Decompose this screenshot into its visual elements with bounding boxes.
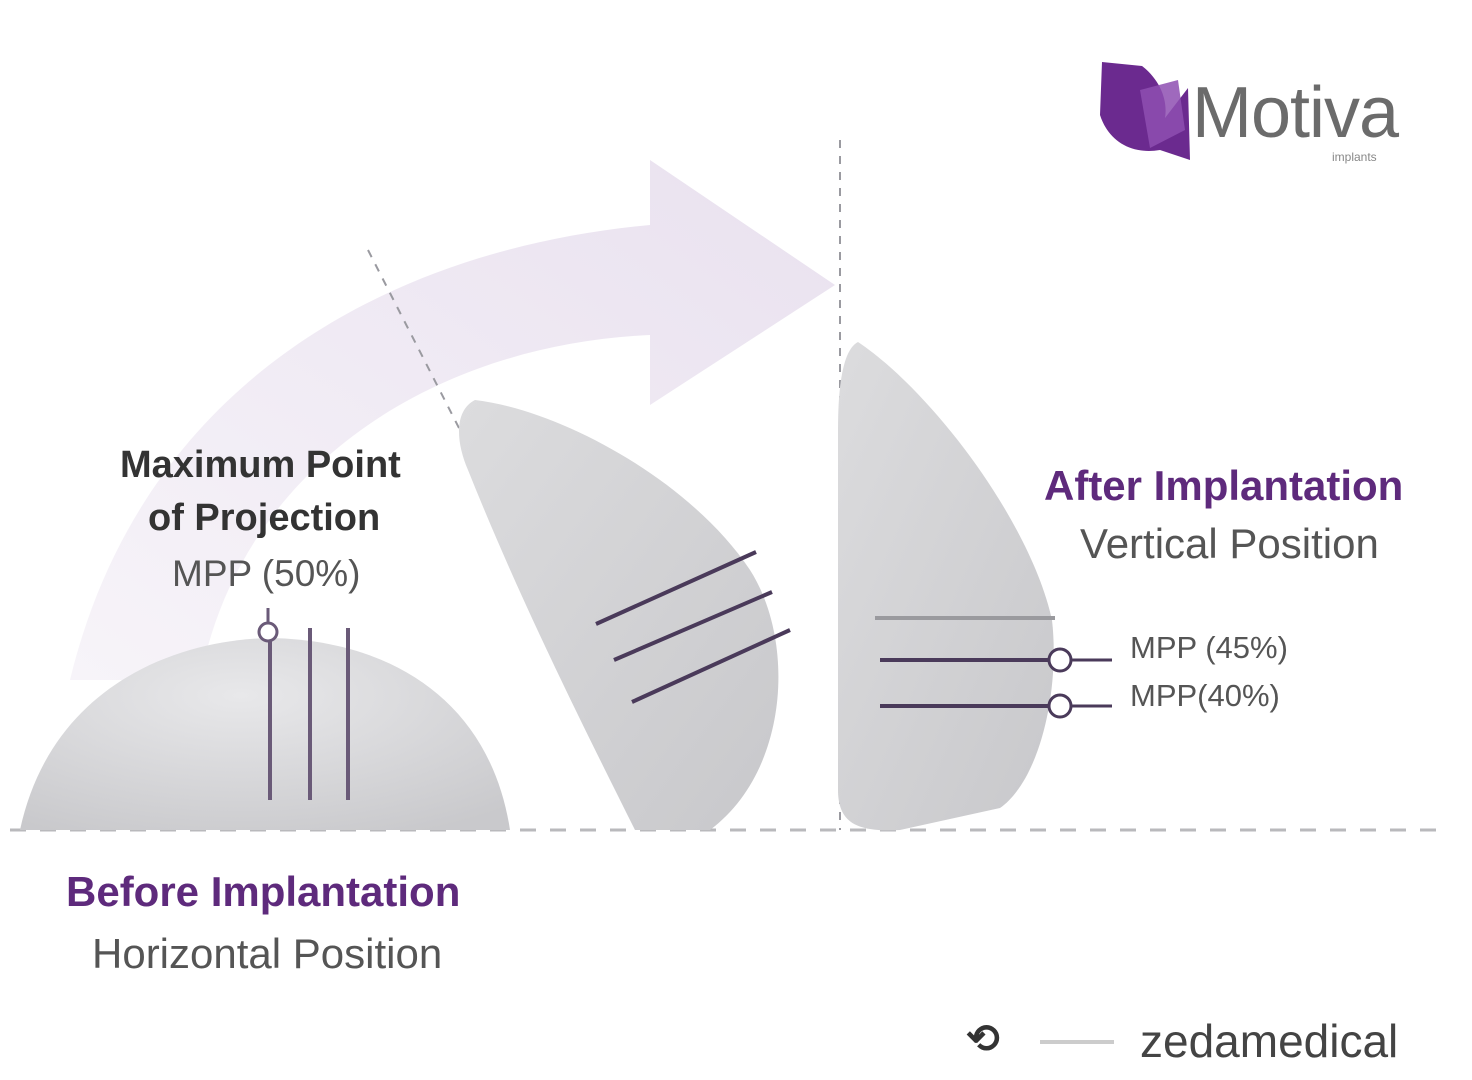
mpp-upper-label: MPP (45%)	[1130, 630, 1288, 665]
mpp-lines-horizontal	[268, 628, 350, 800]
mpp45-marker-icon	[1047, 647, 1073, 673]
mpp-title-line2: of Projection	[148, 497, 381, 539]
implant-horizontal	[20, 638, 510, 830]
mpp-lines-vertical	[875, 616, 1112, 719]
motiva-logo-icon	[1100, 62, 1190, 160]
after-title: After Implantation	[1044, 462, 1404, 509]
brand-tagline: implants	[1332, 150, 1377, 164]
implant-vertical	[838, 342, 1054, 831]
credit-handle: zedamedical	[1140, 1015, 1399, 1067]
arrow-line-icon	[1040, 1040, 1114, 1044]
mpp40-marker-icon	[1047, 693, 1073, 719]
mpp-marker-icon	[257, 608, 279, 643]
after-subtitle: Vertical Position	[1080, 520, 1379, 567]
before-subtitle: Horizontal Position	[92, 930, 443, 977]
before-title: Before Implantation	[66, 868, 461, 915]
brand-name: Motiva	[1192, 73, 1399, 153]
mpp-title-line1: Maximum Point	[120, 444, 401, 486]
mpp-lower-label: MPP(40%)	[1130, 678, 1280, 713]
rotation-arrow	[70, 160, 835, 680]
mpp-value-label: MPP (50%)	[172, 553, 361, 594]
repost-icon: ⟲	[966, 1017, 1000, 1061]
mpp-lines-tilted	[595, 550, 791, 704]
tilted-axis-line	[367, 249, 461, 431]
